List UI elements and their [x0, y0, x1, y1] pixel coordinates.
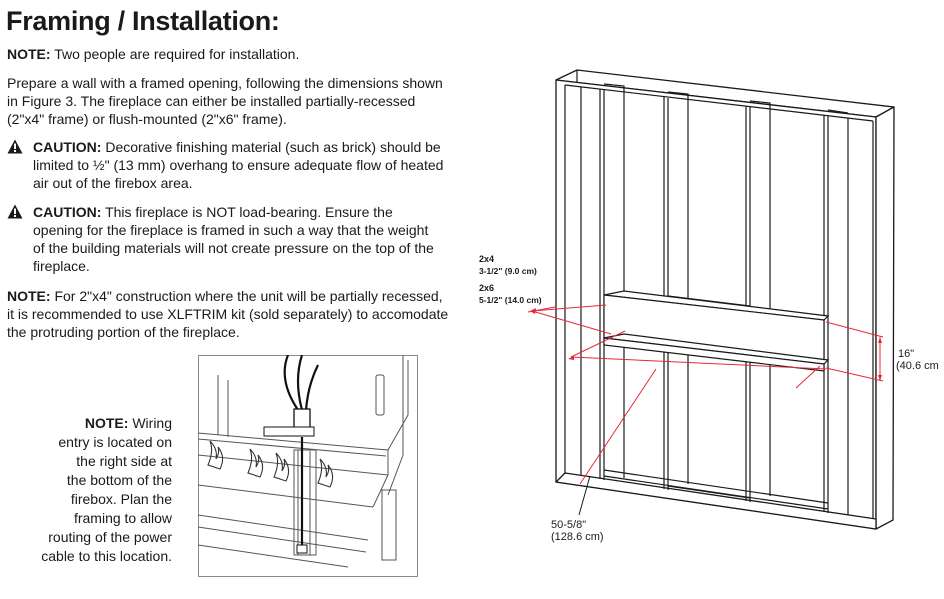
caution-text: limited to ½" (13 mm) overhang to ensure…: [33, 157, 444, 173]
caution-text: opening for the fireplace is framed in s…: [33, 222, 429, 238]
intro-line: Prepare a wall with a framed opening, fo…: [7, 75, 443, 91]
note-text: firebox. Plan the: [70, 491, 172, 507]
depth-2x4-title: 2x4: [479, 254, 494, 264]
note-text: entry is located on: [58, 434, 172, 450]
note-text: Two people are required for installation…: [50, 46, 300, 62]
wiring-note: NOTE: Wiring entry is located on the rig…: [20, 414, 172, 566]
page-title: Framing / Installation:: [6, 6, 280, 36]
note-text: framing to allow: [73, 510, 172, 526]
caution-text: fireplace.: [33, 258, 90, 274]
note-text: the right side at: [76, 453, 172, 469]
width-dimension-in: 50-5/8": [551, 519, 586, 531]
installation-note: NOTE: Two people are required for instal…: [7, 45, 299, 63]
xlftrim-note: NOTE: For 2"x4" construction where the u…: [7, 287, 448, 341]
note-text: the bottom of the: [66, 472, 172, 488]
caution-label: CAUTION:: [33, 204, 102, 220]
depth-2x4-value: 3-1/2" (9.0 cm): [479, 266, 537, 276]
note-text: it is recommended to use XLFTRIM kit (so…: [7, 306, 449, 322]
warning-icon: [7, 204, 23, 219]
note-text: routing of the power: [48, 529, 172, 545]
height-dimension-cm: (40.6 cm: [896, 360, 939, 372]
caution-text: air out of the firebox area.: [33, 175, 193, 191]
depth-2x6-title: 2x6: [479, 283, 494, 293]
wiring-entry-illustration: [198, 355, 418, 577]
intro-line: in Figure 3. The fireplace can either be…: [7, 93, 416, 109]
note-label: NOTE:: [7, 46, 51, 62]
depth-2x6-value: 5-1/2" (14.0 cm): [479, 295, 542, 305]
caution-text: Decorative finishing material (such as b…: [101, 139, 441, 155]
caution-text: of the building materials will not creat…: [33, 240, 434, 256]
caution-finishing-material: CAUTION: Decorative finishing material (…: [7, 138, 443, 192]
right-side: [875, 106, 895, 530]
note-label: NOTE:: [7, 288, 51, 304]
intro-line: (2"x4" frame) or flush-mounted (2"x6" fr…: [7, 111, 287, 127]
note-text: the protruding portion of the fireplace.: [7, 324, 240, 340]
note-text: cable to this location.: [41, 548, 172, 564]
caution-text: This fireplace is NOT load-bearing. Ensu…: [101, 204, 393, 220]
note-text: For 2"x4" construction where the unit wi…: [50, 288, 443, 304]
intro-paragraph: Prepare a wall with a framed opening, fo…: [7, 74, 443, 128]
framing-diagram: 2x4 3-1/2" (9.0 cm) 2x6 5-1/2" (14.0 cm)…: [479, 69, 939, 543]
note-label: NOTE:: [84, 415, 129, 431]
note-text: Wiring: [128, 415, 172, 431]
warning-icon: [7, 139, 23, 154]
width-dimension-cm: (128.6 cm): [551, 531, 604, 543]
caution-label: CAUTION:: [33, 139, 102, 155]
caution-not-load-bearing: CAUTION: This fireplace is NOT load-bear…: [7, 203, 434, 275]
height-dimension-in: 16": [898, 348, 914, 360]
